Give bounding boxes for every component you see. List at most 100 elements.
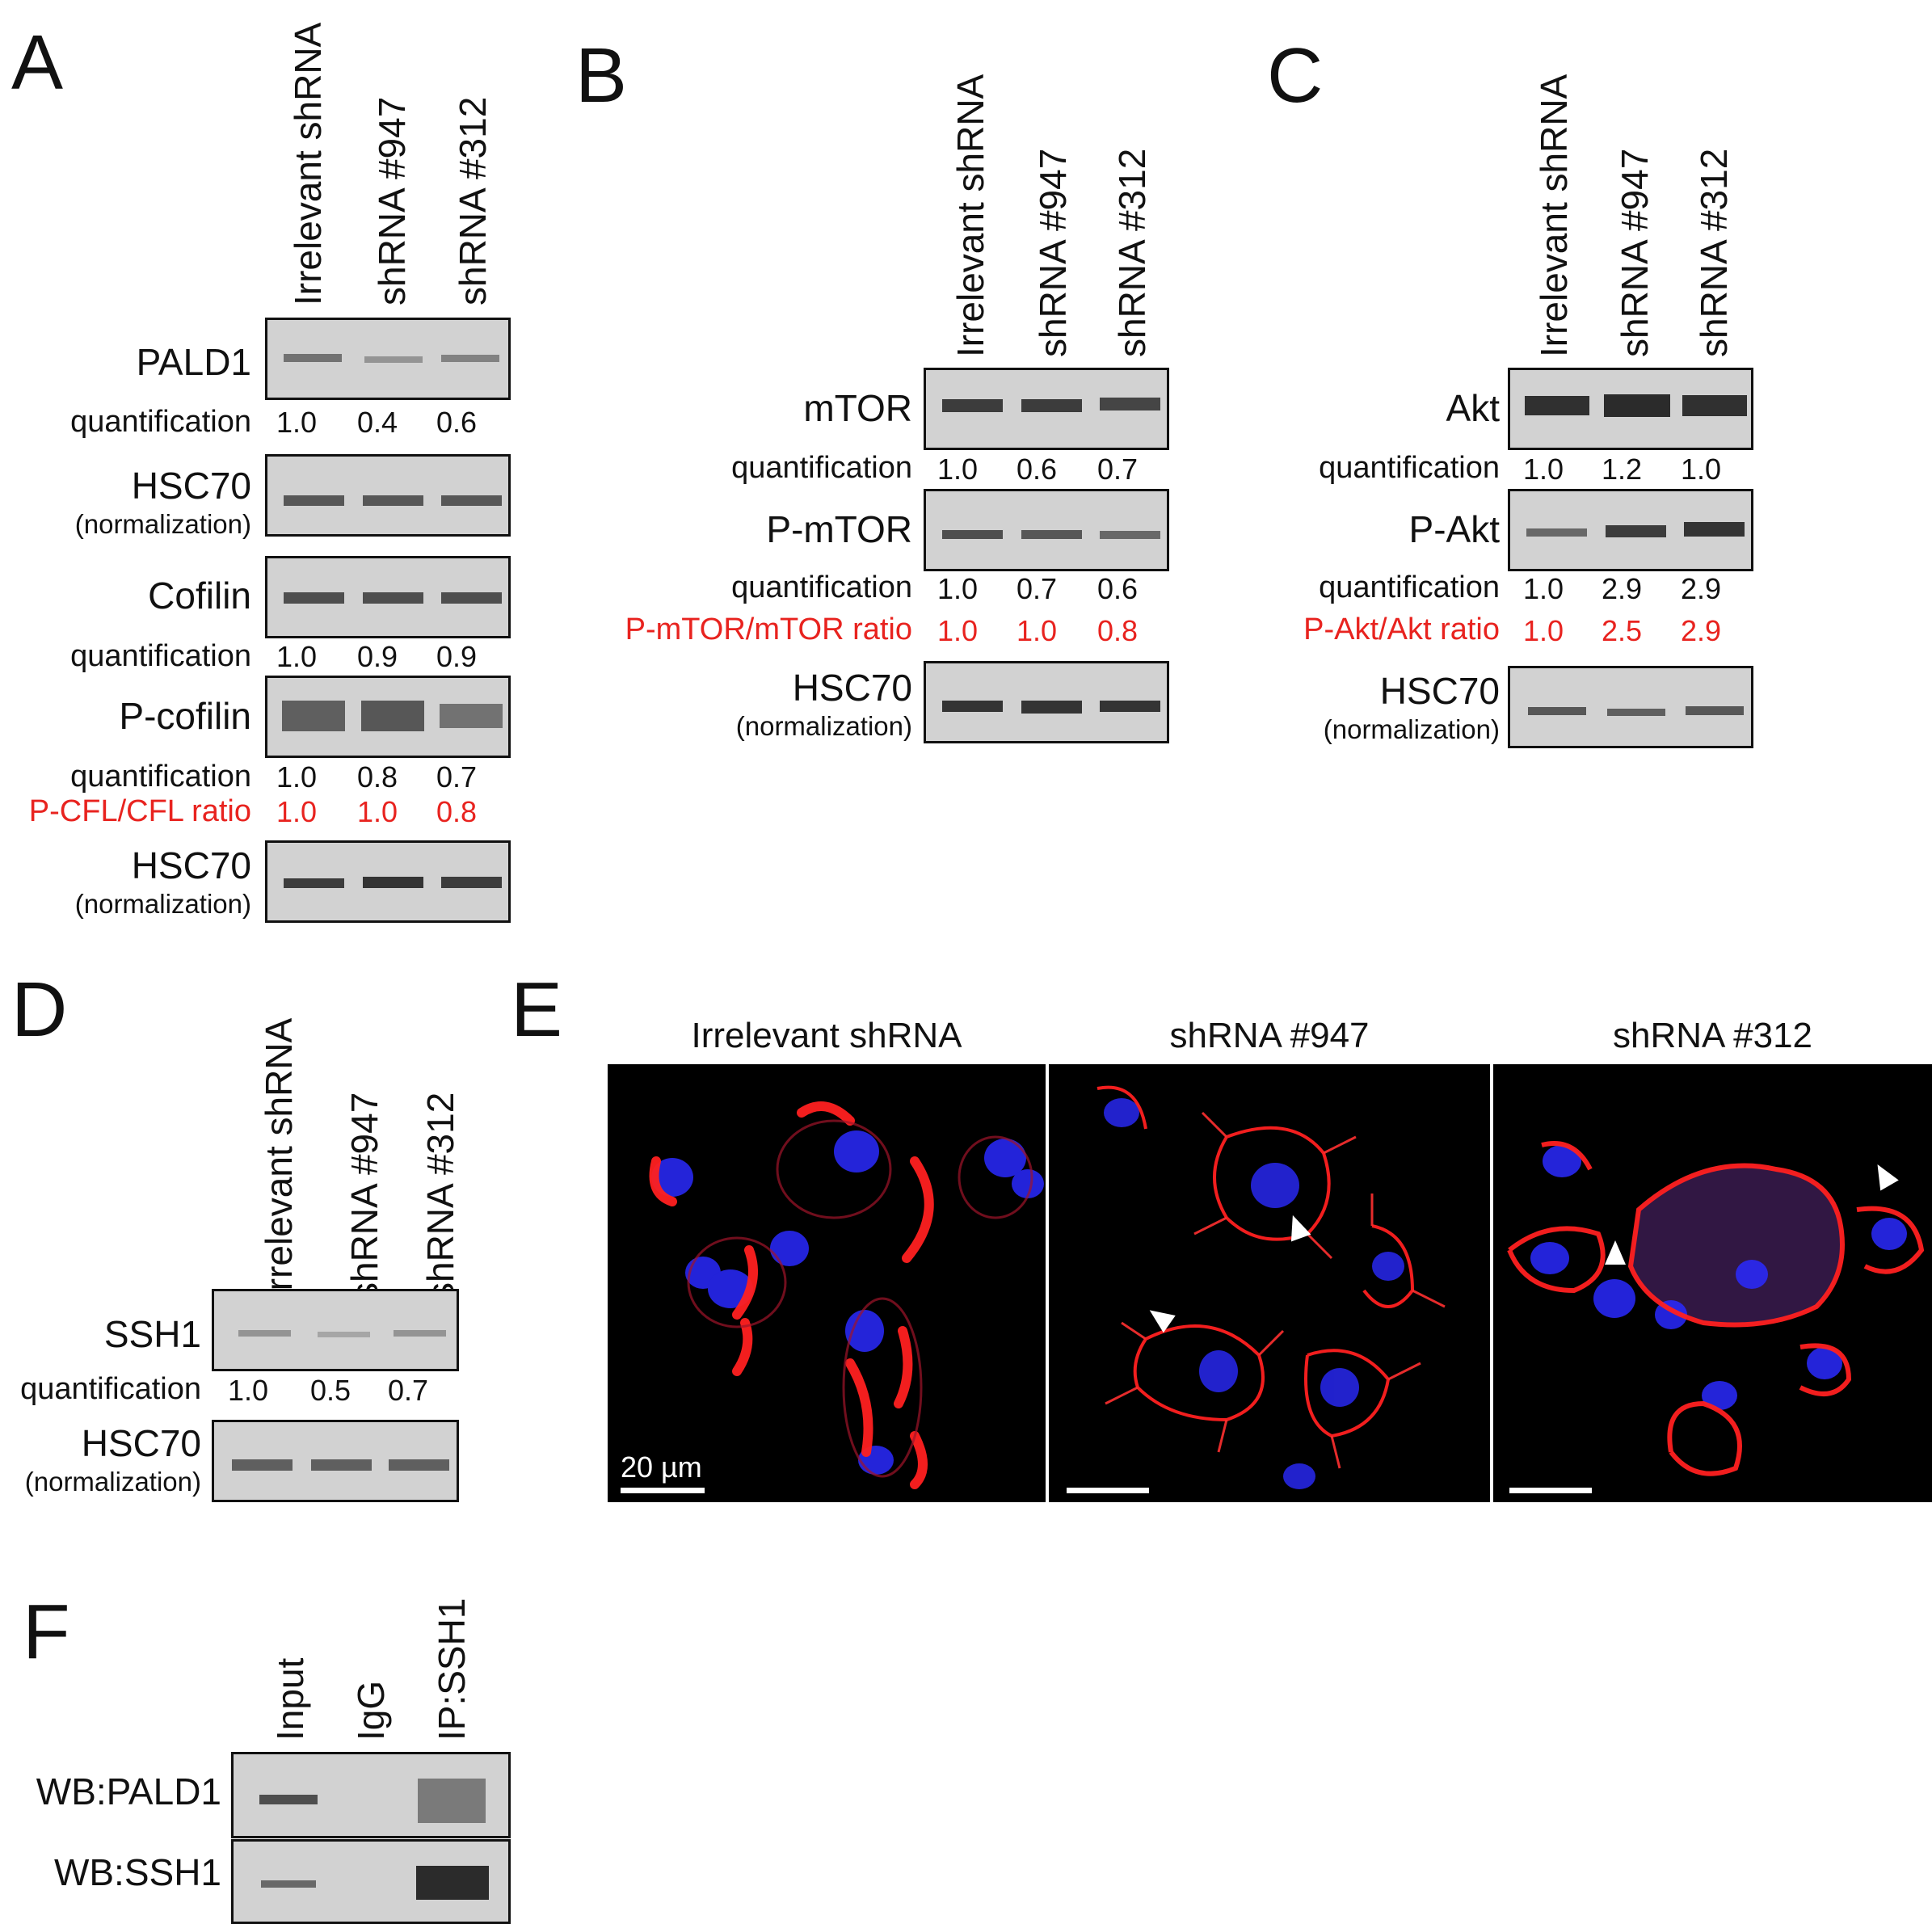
blot-ssh1 [212,1289,459,1371]
band [1684,522,1745,537]
quant-value: 1.0 [1680,453,1722,486]
lane-label: shRNA #947 [371,96,413,305]
band [1606,525,1666,537]
micrograph-irrelevant-shrna: 20 µm [608,1064,1046,1502]
lane-label: Input [269,1657,311,1741]
ratio-value: 1.0 [1522,614,1564,647]
lane-label: IP:SSH1 [431,1598,473,1741]
quant-value: 1.0 [937,572,979,605]
panel-label-f: F [23,1589,70,1675]
row-label-wb-pald1: WB:PALD1 [36,1770,221,1812]
band [284,354,342,362]
lane-label: shRNA #947 [343,1092,385,1301]
row-label-cofilin: Cofilin [148,575,251,617]
scale-bar [1509,1488,1592,1493]
blot-pald1 [265,318,511,400]
lane-label: Irrelevant shRNA [949,74,991,357]
panel-label-b: B [575,32,628,119]
band [1021,701,1082,714]
ratio-value: 0.8 [436,795,478,828]
arrow-indicator [1605,1240,1626,1265]
quant-value: 1.0 [937,453,979,486]
cell-image [1096,1085,1446,1489]
quant-value: 0.8 [356,760,398,794]
cell-image [649,1101,1044,1489]
blot-mtor [924,368,1169,450]
band [261,1880,316,1888]
ratio-label: P-mTOR/mTOR ratio [625,613,912,646]
quant-label: quantification [70,405,251,439]
quant-value: 0.7 [1016,572,1058,605]
band [942,399,1003,412]
lane-label: Irrelevant shRNA [287,22,329,305]
band [1686,706,1744,715]
panel-label-a: A [11,19,64,106]
lane-label: shRNA #312 [1693,148,1735,357]
ratio-value: 1.0 [276,795,318,828]
scale-bar [1067,1488,1149,1493]
band [364,356,423,363]
blot-pakt [1508,489,1753,571]
quant-value: 1.0 [276,406,318,439]
band [232,1459,293,1471]
band [1528,707,1586,715]
quant-value: 0.7 [436,760,478,794]
band [282,701,345,731]
blot-hsc70 [1508,666,1753,748]
band [1021,399,1082,412]
band [441,495,502,506]
quant-value: 0.7 [1096,453,1139,486]
lane-label: shRNA #312 [419,1092,461,1301]
band [361,701,424,731]
band [284,592,344,604]
panel-label-d: D [11,966,68,1053]
panel-label-e: E [511,966,563,1053]
row-label-pakt: P-Akt [1408,508,1500,550]
quant-value: 0.6 [1016,453,1058,486]
row-label-hsc70: HSC70 [81,1422,201,1464]
row-label-mtor: mTOR [803,387,912,429]
band [440,704,503,728]
ratio-label: P-Akt/Akt ratio [1303,613,1500,646]
quant-value: 1.0 [1522,453,1564,486]
quant-value: 0.9 [356,640,398,673]
row-label-pcofilin: P-cofilin [119,695,251,737]
quant-value: 0.7 [387,1374,429,1407]
band [441,592,502,604]
quant-value: 1.0 [276,640,318,673]
band [942,530,1003,539]
band [441,355,499,362]
blot-hsc70 [265,840,511,923]
micrograph-shrna-312 [1493,1064,1932,1502]
quant-label: quantification [1319,570,1500,604]
row-label-hsc70: HSC70 [131,844,251,886]
ratio-value: 1.0 [356,795,398,828]
row-label-pald1: PALD1 [136,341,251,383]
band [418,1779,486,1823]
blot-akt [1508,368,1753,450]
band [394,1330,446,1337]
band [1100,701,1160,712]
ratio-value: 1.0 [1016,614,1058,647]
band [1100,531,1160,539]
quant-value: 1.0 [227,1374,269,1407]
row-label-hsc70: HSC70 [131,465,251,507]
quant-value: 0.6 [436,406,478,439]
quant-label: quantification [1319,451,1500,485]
lane-label: Irrelevant shRNA [258,1017,300,1301]
ratio-value: 2.9 [1680,614,1722,647]
blot-hsc70 [265,454,511,537]
quant-value: 2.9 [1601,572,1643,605]
quant-value: 2.9 [1680,572,1722,605]
blot-wb-ssh1 [231,1839,511,1924]
lane-label: shRNA #947 [1032,148,1074,357]
blot-hsc70 [924,661,1169,743]
quant-value: 0.6 [1096,572,1139,605]
row-label-hsc70: HSC70 [1379,670,1500,712]
scale-bar-label: 20 µm [621,1450,702,1484]
row-sublabel: (normalization) [735,711,912,741]
band [284,495,344,506]
micrograph-title: shRNA #312 [1612,1016,1813,1055]
blot-wb-pald1 [231,1752,511,1838]
lane-label: shRNA #947 [1614,148,1656,357]
